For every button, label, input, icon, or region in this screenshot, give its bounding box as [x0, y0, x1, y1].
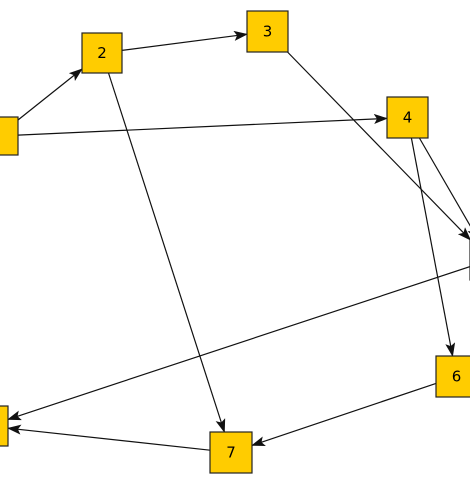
edge-1-to-2 [17, 68, 83, 121]
node-1-box [0, 116, 19, 156]
node-3-box [246, 10, 289, 53]
edge-3-to-5 [287, 51, 470, 241]
node-8-box [0, 405, 9, 447]
node-6-box [435, 355, 470, 398]
edge-7-to-8 [7, 424, 211, 451]
node-2-box [81, 32, 123, 74]
node-8 [0, 405, 9, 447]
edge-4-to-5 [418, 137, 470, 241]
node-4: 4 [386, 96, 429, 139]
node-3-label: 3 [263, 23, 273, 41]
edge-2-to-3 [121, 30, 248, 51]
edge-2-to-7 [107, 72, 226, 433]
node-7-label: 7 [226, 444, 236, 462]
nodes-layer: 2 3 4 6 7 [0, 10, 470, 474]
node-2-label: 2 [97, 44, 107, 62]
node-7-box [209, 431, 253, 474]
edge-4-to-6 [410, 137, 456, 357]
edges-layer [7, 30, 470, 451]
edge-5-to-8 [7, 266, 470, 421]
node-3: 3 [246, 10, 289, 53]
node-4-label: 4 [403, 109, 413, 127]
node-6-label: 6 [452, 368, 462, 386]
node-1 [0, 116, 19, 156]
edge-1-to-4 [17, 113, 388, 136]
node-6: 6 [435, 355, 470, 398]
node-2: 2 [81, 32, 123, 74]
node-7: 7 [209, 431, 253, 474]
node-4-box [386, 96, 429, 139]
edge-6-to-7 [251, 382, 437, 446]
